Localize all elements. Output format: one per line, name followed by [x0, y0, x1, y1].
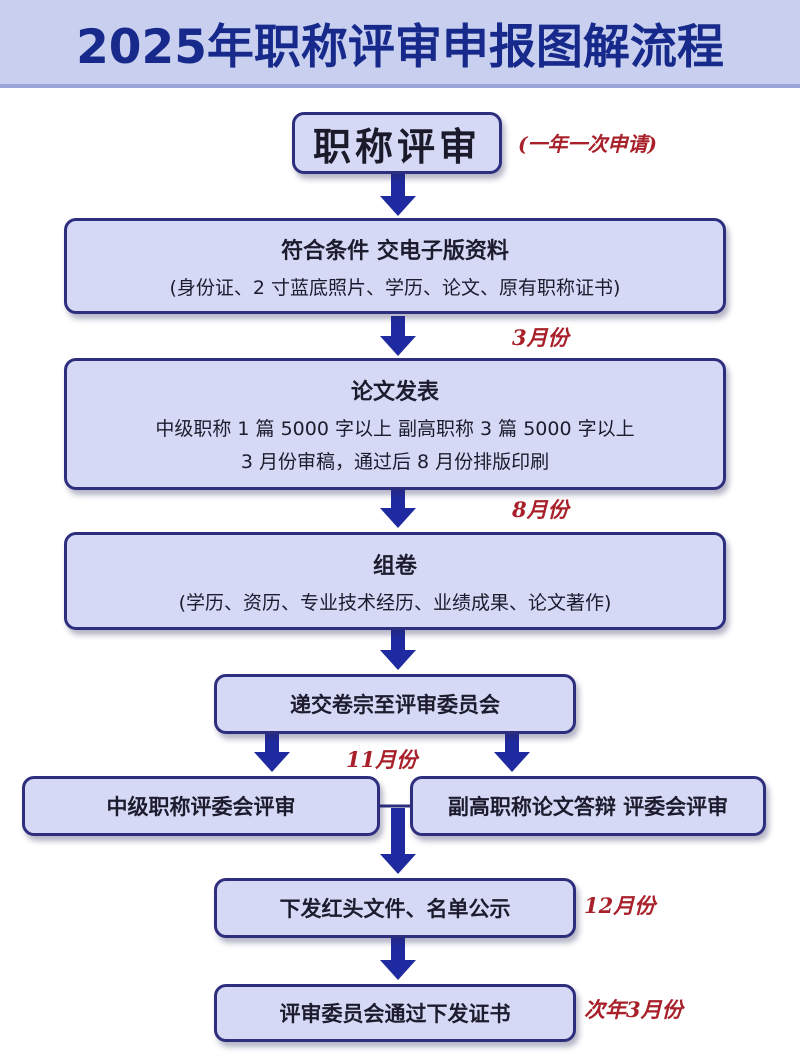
arrow-down-5 — [380, 808, 416, 874]
note-november: 11月份 — [346, 747, 418, 772]
node-compile-dossier-title: 组卷 — [372, 553, 417, 579]
node-senior-review: 副高职称论文答辩 评委会评审 — [410, 776, 766, 836]
arrow-down-2 — [380, 316, 416, 356]
note-start: (一年一次申请) — [518, 132, 657, 156]
node-intermediate-review: 中级职称评委会评审 — [22, 776, 380, 836]
node-senior-review-title: 副高职称论文答辩 评委会评审 — [447, 795, 729, 819]
node-submit-materials-detail: (身份证、2 寸蓝底照片、学历、论文、原有职称证书) — [169, 276, 621, 299]
node-publish-paper-title: 论文发表 — [350, 380, 439, 405]
arrow-down-6 — [380, 938, 416, 980]
note-august: 8月份 — [512, 497, 569, 522]
node-submit-materials-title: 符合条件 交电子版资料 — [281, 238, 509, 264]
page-title: 2025年职称评审申报图解流程 — [76, 19, 724, 75]
arrow-down-4 — [380, 630, 416, 670]
node-issue-certificate: 评审委员会通过下发证书 — [214, 984, 576, 1042]
node-compile-dossier-detail: (学历、资历、专业技术经历、业绩成果、论文著作) — [178, 591, 612, 614]
node-submit-materials: 符合条件 交电子版资料 (身份证、2 寸蓝底照片、学历、论文、原有职称证书) — [64, 218, 726, 314]
node-publish-paper-detail-2: 3 月份审稿，通过后 8 月份排版印刷 — [240, 451, 550, 473]
node-start-title: 职称评审 — [312, 123, 481, 169]
arrow-down-left — [254, 734, 290, 772]
node-start: 职称评审 — [292, 112, 502, 174]
note-next-march: 次年3月份 — [584, 997, 683, 1022]
node-intermediate-review-title: 中级职称评委会评审 — [106, 795, 296, 819]
node-publish-list: 下发红头文件、名单公示 — [214, 878, 576, 938]
arrow-down-3 — [380, 490, 416, 528]
arrow-down-1 — [380, 174, 416, 216]
title-bar: 2025年职称评审申报图解流程 — [0, 0, 800, 88]
node-submit-committee-title: 递交卷宗至评审委员会 — [290, 693, 500, 717]
node-compile-dossier: 组卷 (学历、资历、专业技术经历、业绩成果、论文著作) — [64, 532, 726, 630]
node-publish-paper-detail-1: 中级职称 1 篇 5000 字以上 副高职称 3 篇 5000 字以上 — [155, 418, 635, 440]
arrow-down-right — [494, 734, 530, 772]
node-issue-certificate-title: 评审委员会通过下发证书 — [279, 1002, 511, 1026]
node-publish-list-title: 下发红头文件、名单公示 — [279, 897, 511, 921]
node-publish-paper: 论文发表 中级职称 1 篇 5000 字以上 副高职称 3 篇 5000 字以上… — [64, 358, 726, 490]
node-submit-committee: 递交卷宗至评审委员会 — [214, 674, 576, 734]
note-march: 3月份 — [512, 325, 569, 350]
note-december: 12月份 — [584, 893, 656, 918]
